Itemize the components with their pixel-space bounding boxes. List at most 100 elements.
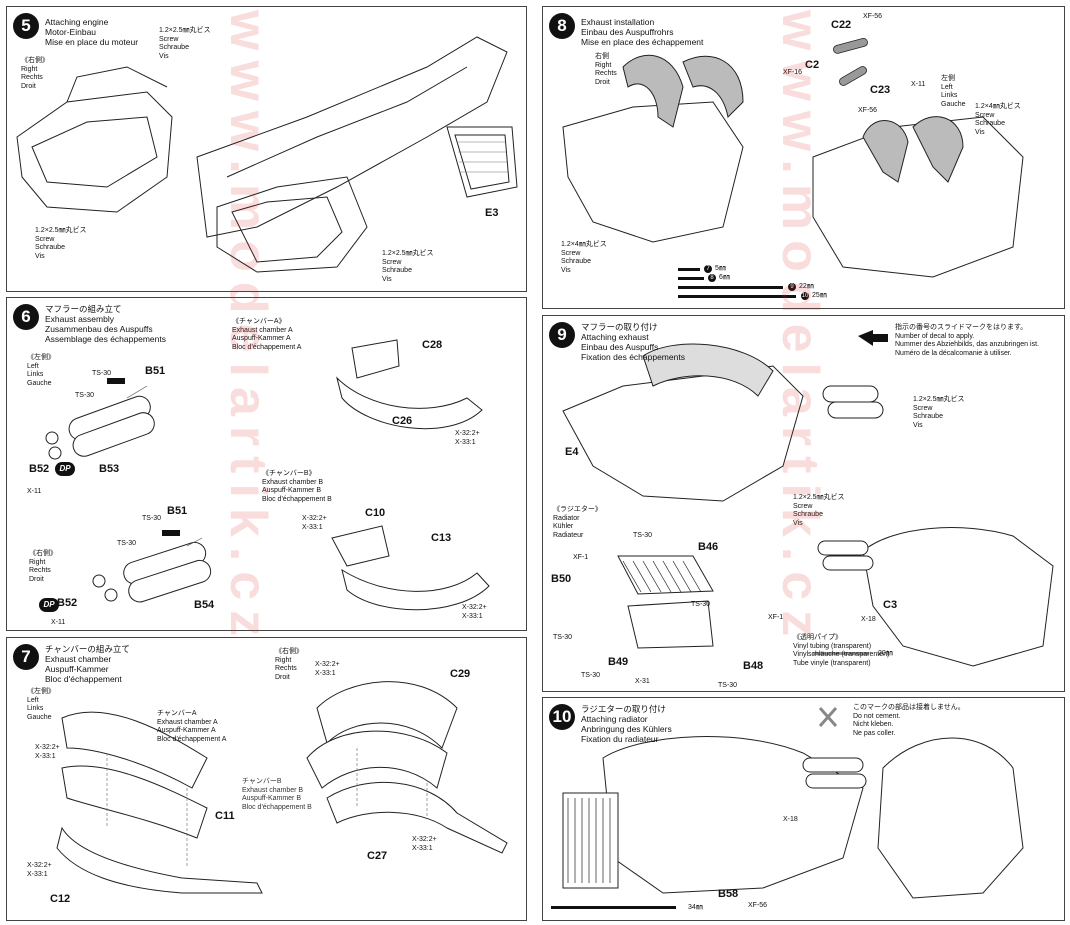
paint-x18: X-18 (783, 816, 798, 823)
legend-number: 10 (801, 292, 809, 300)
part-label-c28: C28 (422, 339, 443, 351)
part-label-b58: B58 (718, 888, 739, 900)
chamber-b-label: チャンバーB Exhaust chamber B Auspuff-Kammer … (242, 778, 312, 811)
chamber-b-label: 《チャンバーB》 Exhaust chamber B Auspuff-Kamme… (262, 470, 332, 503)
paint-ts30: TS-30 (581, 672, 601, 679)
legend-length: 5㎜ (715, 265, 726, 272)
side-label-right: 《右側》 Right Rechts Droit (275, 648, 303, 681)
paint-ts30: TS-30 (718, 682, 738, 689)
step-title: マフラーの取り付け Attaching exhaust Einbau des A… (581, 322, 685, 362)
exhaust-install-illustration (562, 37, 1024, 278)
dp-decal-icon: DP (55, 462, 75, 476)
legend-length: 22㎜ (799, 283, 814, 290)
screw-note-2: 1.2×2.5㎜丸ビス Screw Schraube Vis (793, 494, 845, 527)
engine-frame-illustration (16, 36, 518, 273)
paint-x32-x33: X-32:2+ X-33:1 (315, 661, 340, 677)
paint-xf16: XF-16 (783, 69, 803, 76)
step-5-panel: 5 Attaching engine Motor-Einbau Mise en … (6, 6, 527, 292)
part-label-c11: C11 (215, 810, 235, 822)
decal-note: 指示の番号のスライドマークをはります。 Number of decal to a… (895, 324, 1039, 357)
part-label-c3: C3 (883, 599, 898, 611)
part-label-b49: B49 (608, 656, 629, 668)
paint-x11: X-11 (27, 488, 42, 495)
part-label-b52: B52 (29, 463, 50, 475)
part-label-e3: E3 (485, 207, 499, 219)
step-6-panel: 6 マフラーの組み立て Exhaust assembly Zusammenbau… (6, 297, 527, 631)
muffler-install-illustration (562, 330, 1054, 667)
paint-x11: X-11 (911, 81, 926, 88)
step-title: チャンバーの組み立て Exhaust chamber Auspuff-Kamme… (45, 644, 130, 684)
paint-x31: X-31 (635, 678, 650, 685)
paint-x18: X-18 (861, 616, 876, 623)
step-8-panel: 8 Exhaust installation Einbau des Auspuf… (542, 6, 1065, 309)
part-label-b54: B54 (194, 599, 215, 611)
screw-note-1: 1.2×2.5㎜丸ビス Screw Schraube Vis (159, 27, 211, 60)
no-cement-note: このマークの部品は接着しません。 Do not cement. Nicht kl… (853, 704, 965, 737)
legend-number: 7 (704, 265, 712, 273)
step-title: マフラーの組み立て Exhaust assembly Zusammenbau d… (45, 304, 166, 344)
paint-x32-x33: X-32:2+ X-33:1 (412, 836, 437, 852)
tube-length: 34㎜ (688, 904, 703, 911)
side-label-right: 右側 Right Rechts Droit (595, 53, 617, 86)
step-number: 8 (549, 13, 575, 39)
paint-xf56: XF-56 (748, 902, 768, 909)
paint-x32-x33: X-32:2+ X-33:1 (302, 515, 327, 531)
tube-length-legend: 7 5㎜ 8 6㎜ 9 22㎜ 10 25㎜ (678, 265, 858, 307)
part-label-c12: C12 (50, 893, 71, 905)
legend-length: 6㎜ (719, 274, 730, 281)
side-label-left: 《左側》 Left Links Gauche (27, 688, 55, 721)
part-label-b51: B51 (167, 505, 188, 517)
step-number: 10 (549, 704, 575, 730)
part-label-c10: C10 (365, 507, 386, 519)
screw-note-2: 1.2×2.5㎜丸ビス Screw Schraube Vis (35, 227, 87, 260)
decal-arrow-icon (858, 330, 888, 346)
paint-ts30: TS-30 (553, 634, 573, 641)
legend-number: 9 (788, 283, 796, 291)
screw-note-1: 1.2×2.5㎜丸ビス Screw Schraube Vis (913, 396, 965, 429)
radiator-install-illustration (551, 707, 1024, 909)
part-label-c27: C27 (367, 850, 388, 862)
radiator-label: 《ラジエター》 Radiator Kühler Radiateur (553, 506, 602, 539)
chamber-a-label: チャンバーA Exhaust chamber A Auspuff-Kammer … (157, 710, 227, 743)
part-label-b48: B48 (743, 660, 764, 672)
part-label-b53: B53 (99, 463, 120, 475)
paint-xf1: XF-1 (768, 614, 784, 621)
step-7-panel: 7 チャンバーの組み立て Exhaust chamber Auspuff-Kam… (6, 637, 527, 921)
paint-ts30: TS-30 (75, 392, 95, 399)
paint-x32-x33: X-32:2+ X-33:1 (35, 744, 60, 760)
paint-ts30: TS-30 (117, 540, 137, 547)
chamber-a-label: 《チャンバーA》 Exhaust chamber A Auspuff-Kamme… (232, 318, 302, 351)
paint-ts30: TS-30 (691, 601, 711, 608)
part-label-c13: C13 (431, 532, 452, 544)
side-label-left: 《左側》 Left Links Gauche (27, 354, 55, 387)
paint-xf56: XF-56 (858, 107, 878, 114)
legend-length: 25㎜ (812, 292, 827, 299)
paint-x11: X-11 (51, 619, 66, 626)
step-number: 5 (13, 13, 39, 39)
screw-note-3: 1.2×2.5㎜丸ビス Screw Schraube Vis (382, 250, 434, 283)
tubing-label: 《透明パイプ》 Vinyl tubing (transparent) Vinyl… (793, 634, 890, 667)
paint-x32-x33: X-32:2+ X-33:1 (27, 862, 52, 878)
part-label-b46: B46 (698, 541, 719, 553)
muffler-illustration (45, 339, 490, 611)
paint-ts30: TS-30 (142, 515, 162, 522)
no-cement-icon (818, 707, 838, 727)
part-label-c22: C22 (831, 19, 852, 31)
paint-x32-x33: X-32:2+ X-33:1 (462, 604, 487, 620)
side-label-right: 《右側》 Right Rechts Droit (29, 550, 57, 583)
side-label-left: 左側 Left Links Gauche (941, 75, 966, 108)
part-label-e4: E4 (565, 446, 579, 458)
step-10-panel: 10 ラジエターの取り付け Attaching radiator Anbring… (542, 697, 1065, 921)
step-title: ラジエターの取り付け Attaching radiator Anbringung… (581, 704, 672, 744)
paint-xf56: XF-56 (863, 13, 883, 20)
part-label-b52: B52 (57, 597, 78, 609)
paint-xf1: XF-1 (573, 554, 589, 561)
screw-note-1: 1.2×4㎜丸ビス Screw Schraube Vis (561, 241, 607, 274)
step-number: 6 (13, 304, 39, 330)
legend-number: 8 (708, 274, 716, 282)
part-label-c2: C2 (805, 59, 820, 71)
part-label-c23: C23 (870, 84, 891, 96)
screw-note-2: 1.2×4㎜丸ビス Screw Schraube Vis (975, 103, 1021, 136)
side-label-right: 《右側》 Right Rechts Droit (21, 57, 49, 90)
dp-decal-icon: DP (39, 598, 59, 612)
